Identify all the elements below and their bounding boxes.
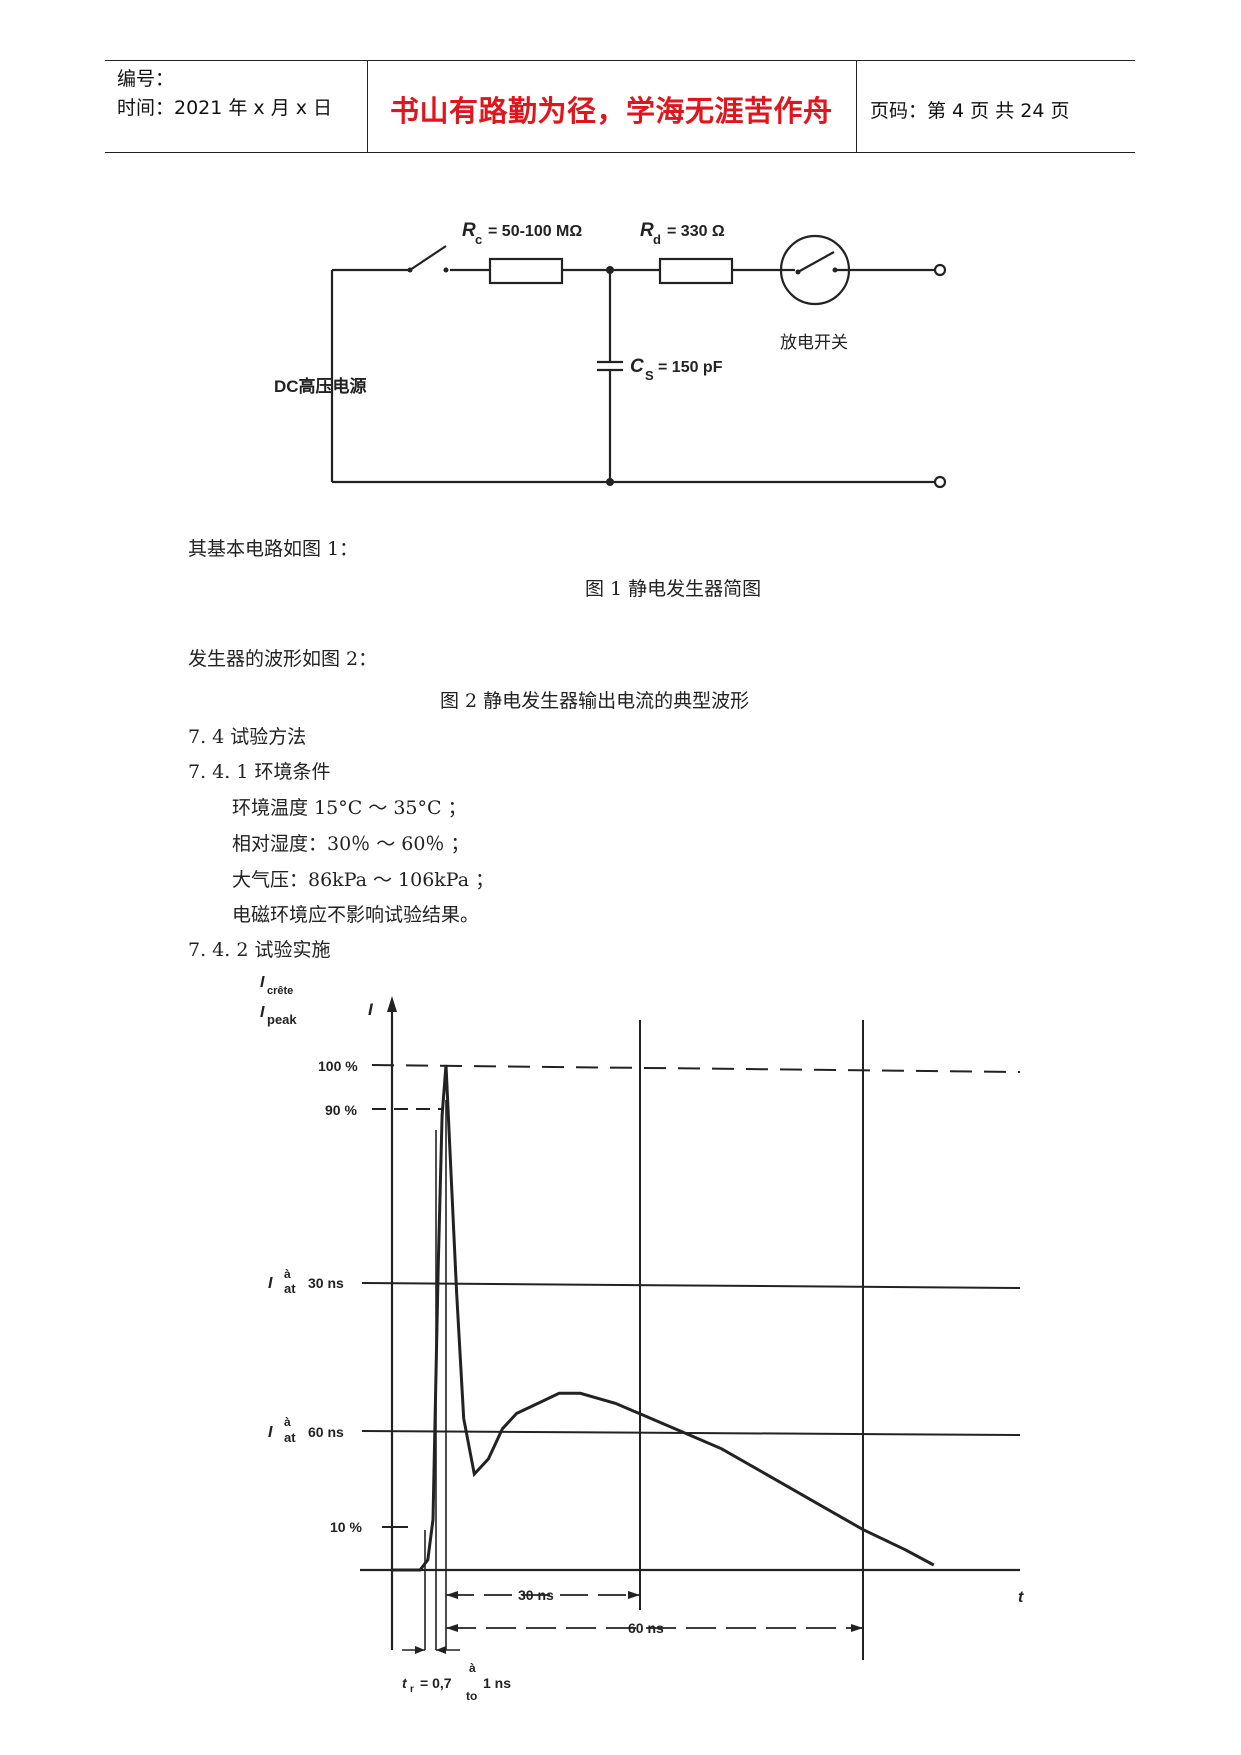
rd-subscript: d	[653, 232, 661, 247]
rd-symbol: R	[640, 220, 654, 241]
figure1-circuit: R c = 50-100 MΩ R d = 330 Ω C S = 150 pF…	[250, 190, 970, 520]
x-axis-label: t	[1018, 1589, 1024, 1606]
tr-value-a: = 0,7	[420, 1675, 452, 1691]
header-divider-left	[367, 60, 368, 152]
waveform-curve	[392, 1064, 935, 1572]
rc-symbol: R	[462, 220, 476, 241]
y-label-crete: I	[260, 974, 265, 991]
tick-30ns-a: à	[284, 1267, 291, 1281]
section-7-4-2: 7. 4. 2 试验实施	[188, 939, 331, 961]
tick-60ns-at: at	[284, 1430, 296, 1445]
figure2-waveform: I crête I peak I t 100 % 90 % I à at 30 …	[250, 970, 1050, 1730]
section-7-4: 7. 4 试验方法	[188, 726, 307, 748]
output-terminal-bottom	[933, 475, 947, 489]
rc-subscript: c	[475, 232, 482, 247]
y-axis-arrow	[387, 996, 397, 1012]
span-60ns-arrowhead	[851, 1624, 863, 1632]
waveform-chart: I crête I peak I t 100 % 90 % I à at 30 …	[260, 974, 1024, 1703]
dc-source-label: DC高压电源	[274, 376, 367, 396]
discharge-switch-label: 放电开关	[780, 333, 848, 352]
time-label: 时间：2021 年 x 月 x 日	[117, 97, 333, 119]
span-30ns-arrowhead	[628, 1591, 640, 1599]
span-30ns-label: 30 ns	[518, 1587, 554, 1603]
y-label-peak: I	[260, 1004, 265, 1021]
rd-value: = 330 Ω	[667, 223, 725, 240]
fig1-caption: 图 1 静电发生器简图	[585, 578, 762, 600]
cs-value: = 150 pF	[658, 359, 723, 376]
cs-symbol: C	[630, 356, 644, 377]
cs-subscript: S	[645, 368, 654, 383]
tick-60ns-a: à	[284, 1415, 291, 1429]
page-label: 页码：第 4 页 共 24 页	[870, 100, 1070, 122]
rc-value: = 50-100 MΩ	[488, 223, 582, 240]
hline-100	[371, 1064, 1021, 1073]
discharge-switch-blade	[797, 251, 835, 273]
serial-label: 编号：	[117, 68, 175, 90]
output-terminal-top	[933, 263, 947, 277]
section-7-4-1: 7. 4. 1 环境条件	[188, 761, 331, 783]
tick-10-percent: 10 %	[330, 1519, 362, 1535]
y-label-peak-sub: peak	[267, 1012, 297, 1027]
rd-resistor	[658, 257, 734, 285]
tick-30ns-i: I	[268, 1275, 273, 1292]
rc-resistor	[488, 257, 564, 285]
junction-top	[606, 266, 614, 274]
env-electromagnetic: 电磁环境应不影响试验结果。	[232, 904, 480, 926]
env-pressure: 大气压：86kPa ～ 106kPa ；	[232, 869, 495, 891]
circuit-diagram: R c = 50-100 MΩ R d = 330 Ω C S = 150 pF…	[274, 220, 947, 489]
tick-30ns-at: at	[284, 1281, 296, 1296]
tr-value-b: 1 ns	[483, 1675, 511, 1691]
tick-90-percent: 90 %	[325, 1102, 357, 1118]
basic-circuit-text: 其基本电路如图 1：	[188, 538, 359, 560]
tick-60ns: 60 ns	[308, 1424, 344, 1440]
tr-to: to	[466, 1689, 477, 1703]
waveform-intro-text: 发生器的波形如图 2：	[188, 648, 378, 670]
tr-subscript: r	[410, 1684, 414, 1695]
fig2-caption: 图 2 静电发生器输出电流的典型波形	[440, 690, 750, 712]
tick-100-percent: 100 %	[318, 1058, 358, 1074]
y-axis-label: I	[368, 1000, 374, 1019]
header-motto: 书山有路勤为径，学海无涯苦作舟	[390, 94, 833, 128]
tr-symbol: t	[402, 1675, 408, 1691]
hline-60ns	[361, 1430, 1021, 1436]
env-temperature: 环境温度 15°C ～ 35°C ；	[232, 797, 467, 819]
y-label-crete-sub: crête	[267, 985, 293, 997]
tr-a-grave: à	[469, 1661, 476, 1675]
tick-30ns: 30 ns	[308, 1275, 344, 1291]
junction-bottom	[606, 478, 614, 486]
header-top-rule	[105, 60, 1135, 61]
tick-60ns-i: I	[268, 1424, 273, 1441]
env-humidity: 相对湿度：30％ ～ 60％ ；	[232, 833, 470, 855]
span-60ns-label: 60 ns	[628, 1620, 664, 1636]
hline-30ns	[361, 1282, 1021, 1289]
header-bottom-rule	[105, 152, 1135, 153]
header-divider-right	[856, 60, 857, 152]
switch-blade	[409, 245, 447, 271]
